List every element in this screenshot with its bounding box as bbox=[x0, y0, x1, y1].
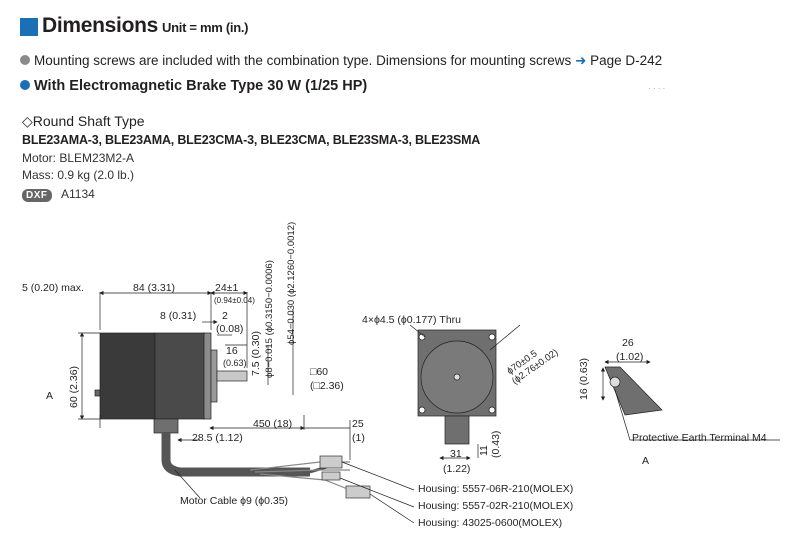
corner-mark: · · · · bbox=[648, 84, 666, 93]
dim-eleven: 11 bbox=[478, 445, 490, 456]
motor-pilot bbox=[210, 349, 218, 403]
mounting-note: Mounting screws are included with the co… bbox=[20, 53, 662, 69]
cable-boss bbox=[153, 418, 179, 434]
dim-mounting-holes: 4×ϕ4.5 (ϕ0.177) Thru bbox=[362, 314, 462, 326]
dxf-badge[interactable]: DXF bbox=[22, 189, 52, 202]
pe-terminal-label: Protective Earth Terminal M4 bbox=[632, 432, 767, 444]
dim-key-length: 8 (0.31) bbox=[160, 310, 197, 322]
motor-body bbox=[154, 332, 206, 420]
housing-3: Housing: 43025-0600(MOLEX) bbox=[418, 517, 563, 529]
mass-value: Mass: 0.9 kg (2.0 lb.) bbox=[22, 168, 135, 182]
unit-label: Unit = mm (in.) bbox=[162, 20, 249, 35]
model-list: BLE23AMA-3, BLE23AMA, BLE23CMA-3, BLE23C… bbox=[22, 133, 481, 147]
dim-eleven-in: (0.43) bbox=[490, 430, 502, 458]
dim-body-length: 84 (3.31) bbox=[133, 282, 176, 294]
connector-2p bbox=[321, 471, 341, 481]
bullet-icon bbox=[20, 80, 30, 90]
dim-sixteen-right: 16 (0.63) bbox=[578, 357, 590, 400]
dim-max-length: 5 (0.20) max. bbox=[22, 282, 84, 294]
dim-twenty-five-in: (1) bbox=[352, 432, 365, 444]
motor-shaft bbox=[216, 370, 248, 382]
dim-sixty-height: 60 (2.36) bbox=[68, 365, 80, 408]
dim-sixteen-in: (0.63) bbox=[223, 358, 247, 368]
bullet-icon bbox=[20, 55, 30, 65]
motor-model: Motor: BLEM23M2-A bbox=[22, 151, 135, 165]
dim-twenty85: 28.5 (1.12) bbox=[192, 432, 243, 444]
housing-1: Housing: 5557-06R-210(MOLEX) bbox=[418, 483, 574, 495]
dim-cable-length: 450 (18) bbox=[253, 418, 293, 430]
dim-twenty-six: 26 bbox=[622, 337, 634, 349]
dxf-code: A1134 bbox=[61, 187, 95, 201]
dim-phi54: ϕ54−0.030 (ϕ2.1260−0.0012) bbox=[286, 221, 297, 345]
connector-6p-b bbox=[345, 485, 371, 499]
dim-sixty-square-in: (□2.36) bbox=[310, 380, 344, 392]
pe-terminal-view bbox=[604, 366, 663, 416]
dim-thirty-one-in: (1.22) bbox=[443, 463, 471, 475]
motor-flange bbox=[203, 332, 212, 420]
dim-seven5: 7.5 (0.30) bbox=[250, 331, 262, 376]
motor-cable-label: Motor Cable ϕ9 (ϕ0.35) bbox=[180, 495, 289, 507]
motor-cap bbox=[94, 389, 101, 397]
dim-sixty-square: □60 bbox=[310, 366, 329, 378]
brake-type-heading: With Electromagnetic Brake Type 30 W (1/… bbox=[20, 78, 367, 94]
motor-rear bbox=[99, 332, 156, 420]
dim-shaft-length: 24±1 bbox=[215, 282, 239, 294]
section-marker bbox=[20, 18, 38, 36]
label-a-left: A bbox=[46, 390, 54, 402]
arrow-right-icon: ➜ bbox=[575, 53, 587, 68]
dim-two: 2 bbox=[222, 310, 228, 322]
page-link[interactable]: Page D-242 bbox=[590, 53, 663, 68]
shaft-type-heading: ◇Round Shaft Type bbox=[22, 113, 145, 129]
housing-2: Housing: 5557-02R-210(MOLEX) bbox=[418, 500, 574, 512]
connector-6p bbox=[319, 455, 343, 469]
dim-twenty-five: 25 bbox=[352, 418, 364, 430]
dim-phi8: ϕ8−0.015 (ϕ0.3150−0.0006) bbox=[264, 260, 275, 378]
motor-cable bbox=[161, 433, 310, 477]
dim-two-in: (0.08) bbox=[216, 323, 244, 335]
dim-shaft-length-in: (0.94±0.04) bbox=[214, 296, 255, 305]
dim-thirty-one: 31 bbox=[450, 448, 462, 460]
label-a-right: A bbox=[642, 455, 650, 467]
dim-twenty-six-in: (1.02) bbox=[616, 351, 644, 363]
dim-sixteen: 16 bbox=[226, 345, 238, 357]
